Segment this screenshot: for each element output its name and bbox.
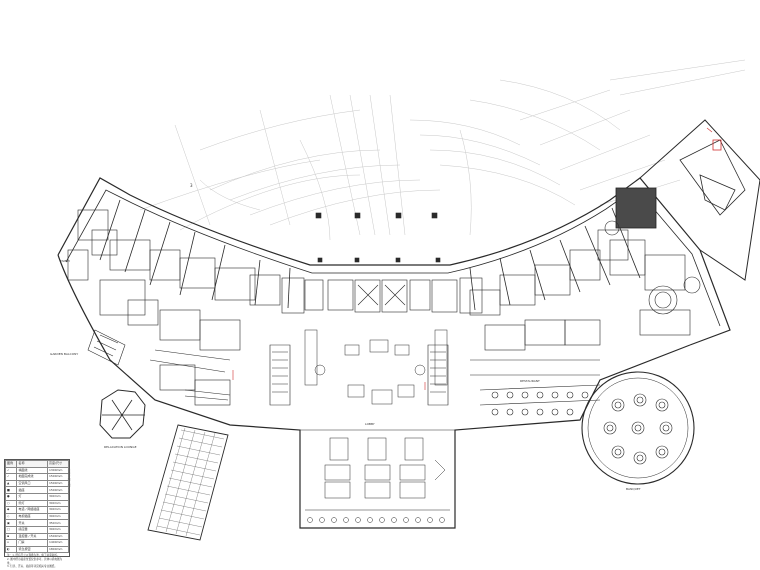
legend-item-name: 开关: [16, 519, 48, 527]
legend-symbol: ◐: [4, 545, 18, 554]
legend-item-name: 空调风口: [16, 479, 48, 488]
right-wing-rooms: [469, 220, 701, 416]
relaxation-pavilion: [99, 389, 146, 439]
garden-bed: [147, 424, 229, 541]
legend-side-note: 平面布置图 比例 1:100: [67, 468, 70, 496]
left-wing-room-label: FAMILY: [60, 259, 70, 263]
legend-header-row: 图例 名称 高度/尺寸: [4, 460, 70, 468]
legend-item-name: 温控器 / 开关: [16, 532, 48, 541]
legend-symbol: ▣: [4, 519, 18, 527]
grid-number: 3: [190, 183, 193, 188]
legend-symbol: ✓: [4, 473, 18, 481]
accent-marks: [232, 127, 713, 390]
legend-header-symbol: 图例: [4, 460, 18, 468]
legend-item-name: 地面完成线: [16, 473, 48, 481]
legend-symbol: ◆: [4, 506, 18, 514]
right-annex: [615, 119, 760, 281]
legend-item-height: 1800mm: [46, 545, 70, 554]
legend-item-name: 墙面线: [16, 466, 48, 475]
legend-symbol: ▫: [4, 539, 18, 547]
front-lobby: [299, 429, 456, 529]
legend-symbol: ▪: [4, 532, 18, 541]
legend-item-height: 300mm: [46, 512, 70, 521]
legend-note: 注：1. 所有尺寸以现场为准，施工前需复核。: [7, 554, 60, 558]
legend-item-name: 筒灯: [16, 499, 48, 508]
banquet-rotunda: [581, 371, 695, 485]
legend-notes: 注：1. 所有尺寸以现场为准，施工前需复核。 2. 图中所示插座位置仅供参考，具…: [5, 553, 69, 569]
pavilion-label: RELAXATION LOUNGE: [104, 445, 137, 449]
balcony-label: GARDEN BALCONY: [50, 352, 78, 356]
legend-symbol: ■: [4, 486, 18, 494]
central-cores: [269, 212, 483, 406]
legend-item-name: 灯: [16, 492, 48, 501]
building-outline: [57, 177, 731, 529]
legend-symbol: ▲: [4, 479, 18, 488]
legend-symbol: □: [4, 525, 18, 534]
legend-item-height: 1500mm: [46, 532, 70, 541]
legend-item-name: 感应器: [16, 525, 48, 534]
legend-note: 3. 灯具、开关、插座等详见相关专业图纸。: [7, 565, 57, 569]
lobby-furniture: [304, 329, 448, 405]
legend-symbol: ◇: [4, 512, 18, 521]
legend-item-height: 350mm: [46, 519, 70, 527]
legend-item-height: 300mm: [46, 506, 70, 514]
legend-item-name: 紧急按钮: [16, 545, 48, 554]
main-lobby-label: LOBBY: [365, 422, 375, 426]
legend-symbol: ✓: [4, 466, 18, 475]
legend-item-name: 插座: [16, 486, 48, 494]
legend-item-name: 电话 / 网络插座: [16, 506, 48, 514]
banquet-label: BANQUET: [626, 487, 641, 491]
legend-symbol: ●: [4, 492, 18, 501]
legend-symbol: ○: [4, 499, 18, 508]
legend-header-name: 名称: [16, 460, 48, 468]
legend-item-height: 300mm: [46, 499, 70, 508]
legend-note: 2. 图中所示插座位置仅供参考，具体以机电图为准。: [7, 557, 63, 565]
legend-item-height: 300mm: [46, 525, 70, 534]
legend-header-height: 高度/尺寸: [46, 460, 70, 468]
legend-item-name: 门禁: [16, 539, 48, 547]
legend-item-name: 电视插座: [16, 512, 48, 521]
legend-item-height: 1400mm: [46, 539, 70, 547]
restaurant-label: RESTAURANT: [520, 379, 540, 383]
left-wing-rooms: [67, 209, 281, 406]
site-context-lines: [139, 59, 746, 241]
